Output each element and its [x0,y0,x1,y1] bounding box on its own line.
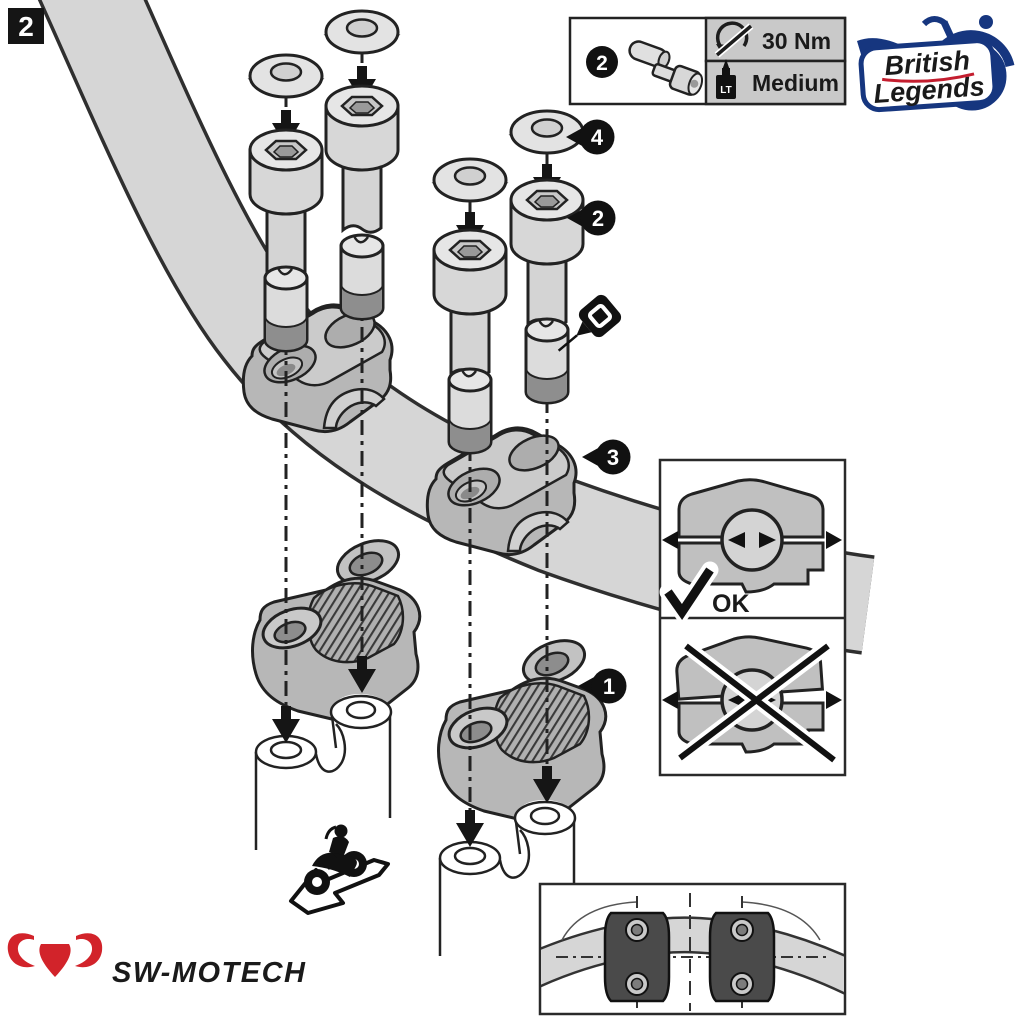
top-view-handlebar [541,916,844,995]
callout-clamp-number: 3 [607,445,619,470]
step-badge: 2 [8,8,44,44]
orientation-box: OK [658,458,847,777]
alignment-arc-right [741,901,821,941]
callout-riser: 1 [578,668,627,704]
top-view-box [538,882,847,1016]
step-number: 2 [18,11,34,42]
manufacturer-logo: SW-MOTECH [7,933,306,989]
spacer-thumb-icon [628,40,671,69]
bolt-thumb-icon [651,63,704,96]
top-view-clamp-left [603,911,671,1003]
bull-head-icon [7,933,103,977]
checkmark-icon [659,561,719,628]
callout-bolt-number: 2 [592,206,604,231]
bottle-label: LT [720,85,731,96]
cross-out-icon [675,640,839,766]
callout-riser-number: 1 [603,674,615,699]
callout-cap-cover: 4 [566,119,615,155]
brand-word1: British [883,45,970,81]
info-part-badge-number: 2 [596,52,608,75]
torque-value: 30 Nm [762,28,831,54]
callout-top-clamp: 3 [582,439,631,475]
orientation-ok-view [662,478,842,594]
alignment-arc-left [561,901,638,941]
info-part-badge [586,46,618,78]
threadlocker-bottle-small-icon [557,294,622,352]
top-view-clamp-right [708,911,776,1003]
motorcycle-silhouette [304,824,367,895]
threadlocker-bottle-icon: LT [716,59,736,99]
ok-label: OK [712,590,750,618]
callout-bolt: 2 [567,200,616,236]
info-box: 2 30 Nm LT Medium [568,16,847,106]
manufacturer-name: SW-MOTECH [112,957,306,989]
brand-badge: British Legends [858,38,998,113]
brand-logo: British Legends [857,15,1015,113]
riding-direction-motorcycle-arrow-icon [289,824,390,915]
callout-cap-number: 4 [591,125,604,150]
torque-wrench-crossed-icon [714,21,754,58]
threadlocker-strength: Medium [752,70,839,96]
orientation-wrong-view [662,635,842,766]
